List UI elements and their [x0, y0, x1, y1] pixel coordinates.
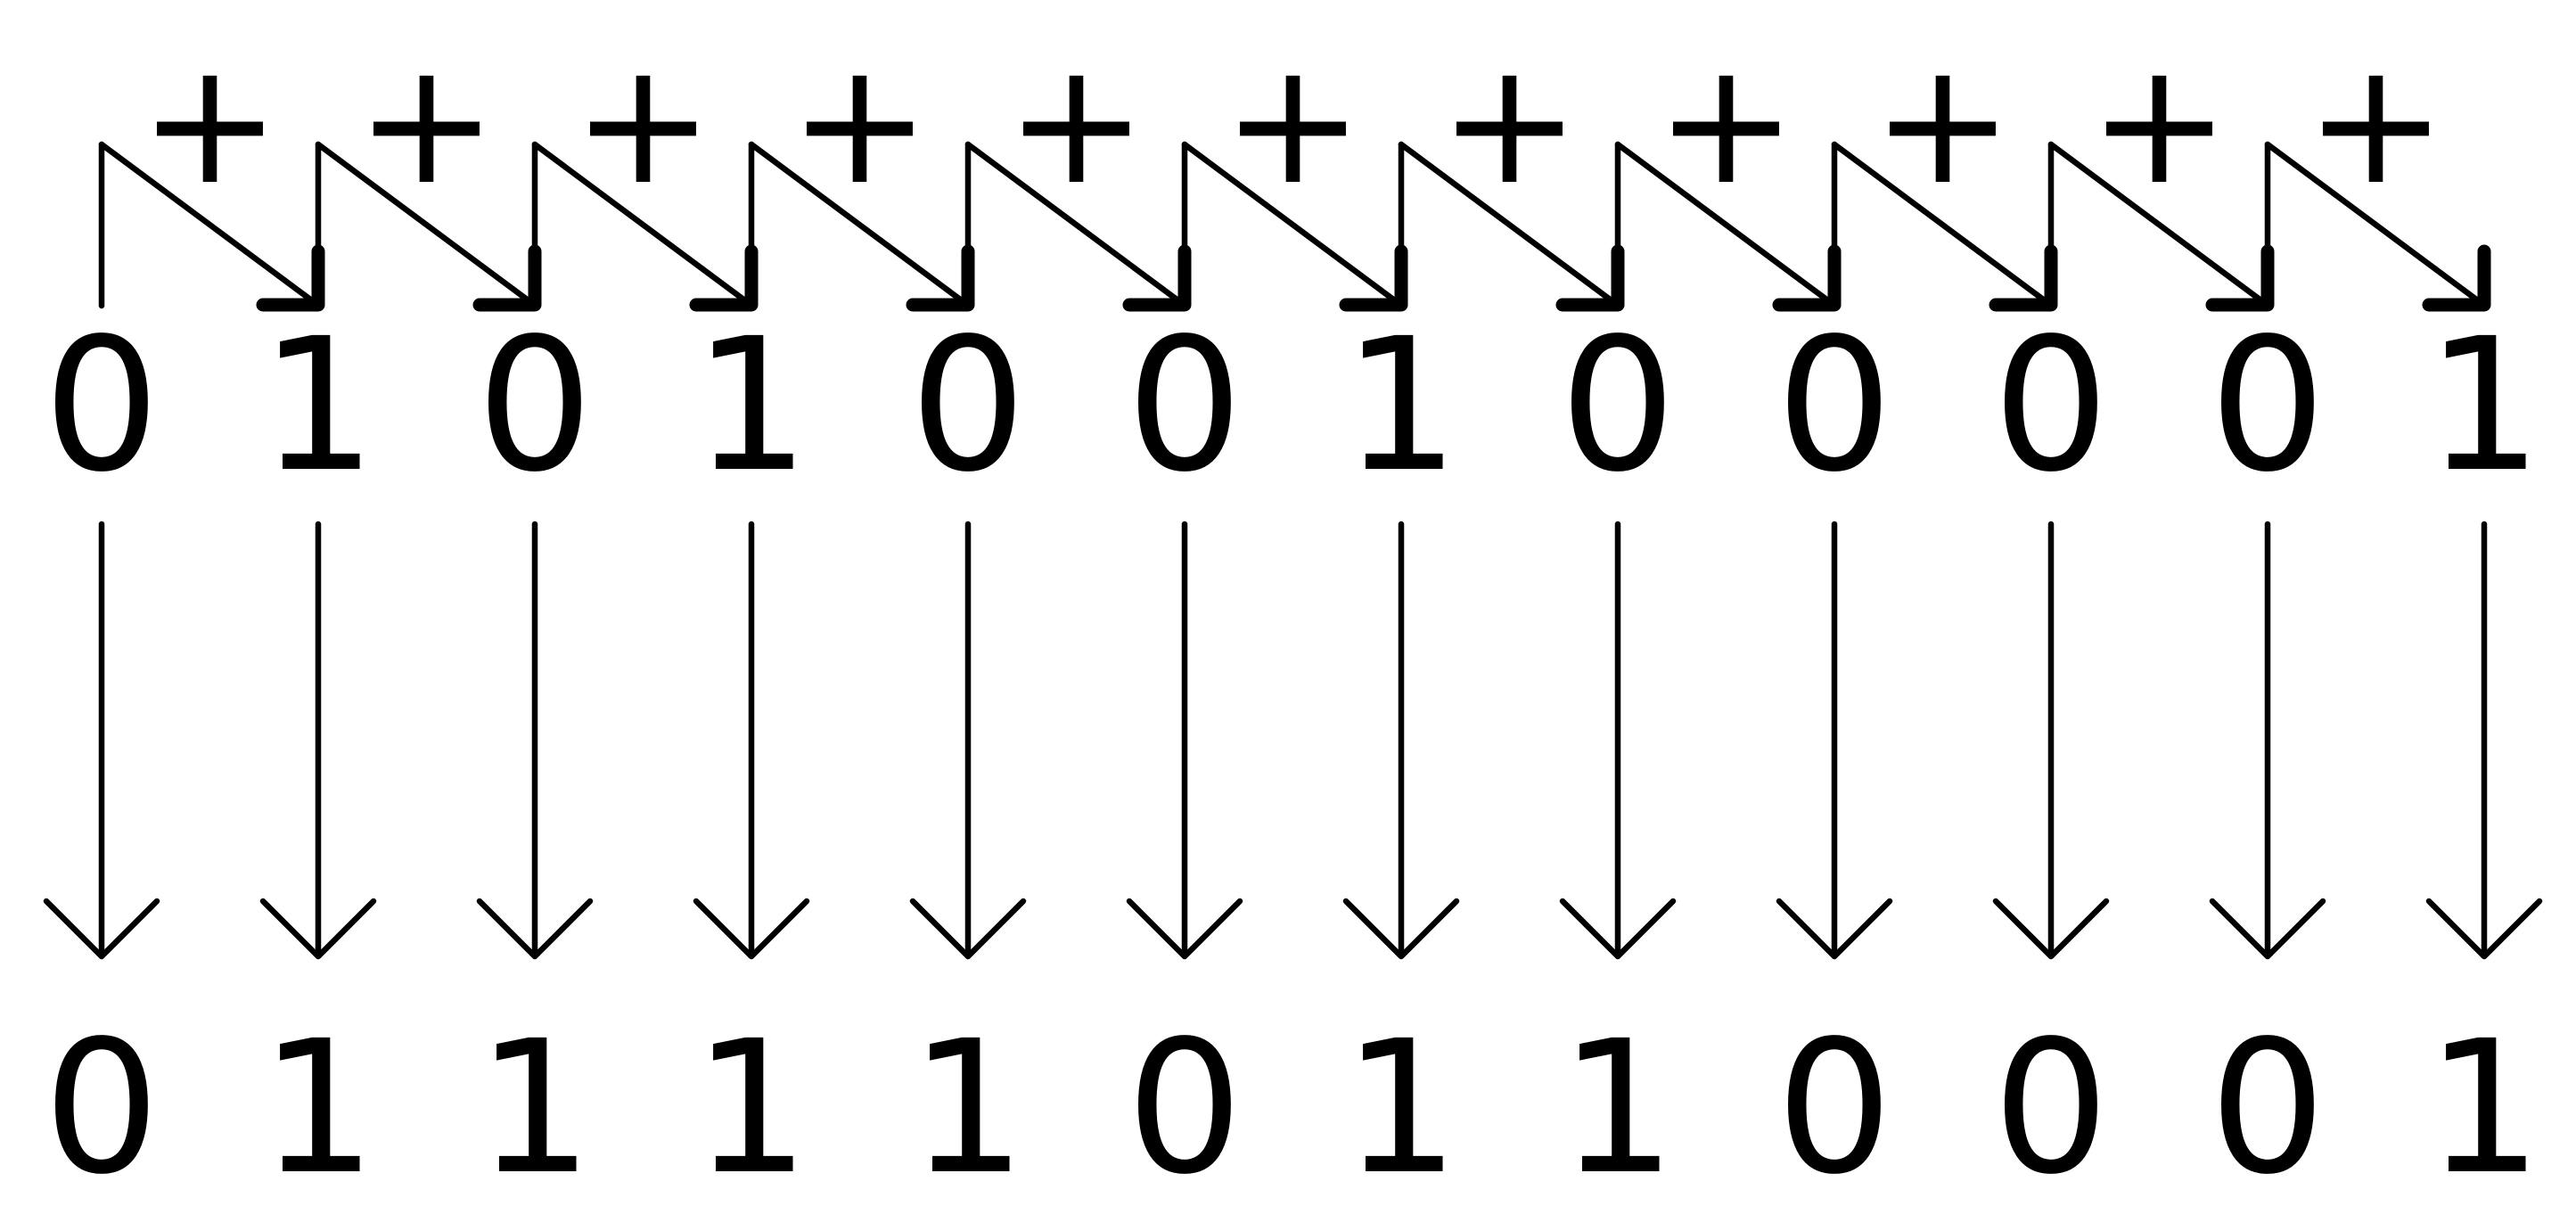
input-bit: 0 [1126, 299, 1243, 513]
carry-diagonal [531, 141, 750, 305]
plus-operator: + [139, 25, 281, 222]
down-arrow-head-icon [909, 898, 1027, 960]
down-arrow-head-icon [693, 898, 810, 960]
output-bit: 1 [2425, 1001, 2542, 1206]
carry-arrowhead-icon [2422, 244, 2491, 312]
down-arrows [43, 521, 2543, 960]
down-arrow-head-icon [2209, 898, 2326, 960]
input-bit: 0 [909, 299, 1026, 513]
plus-operator: + [2305, 25, 2447, 222]
output-bit: 1 [909, 1001, 1026, 1206]
output-bit: 0 [1126, 1001, 1243, 1206]
down-arrow-head-icon [1559, 898, 1677, 960]
carry-arrowhead-icon [1339, 244, 1408, 312]
input-bit: 0 [43, 299, 160, 513]
carry-diagonal [1614, 141, 1833, 305]
down-arrow-head-icon [1992, 898, 2110, 960]
plus-operator: + [1655, 25, 1797, 222]
carry-diagonal [1181, 141, 1399, 305]
carry-arrowhead-icon [689, 244, 759, 312]
carry-arrowhead-icon [472, 244, 542, 312]
plus-operator: + [1005, 25, 1147, 222]
input-bit: 1 [1342, 299, 1459, 513]
input-bit: 0 [2209, 299, 2326, 513]
output-bit: 0 [2209, 1001, 2326, 1206]
output-bit: 0 [43, 1001, 160, 1206]
down-arrow-head-icon [1776, 898, 1893, 960]
carry-diagonal [2047, 141, 2266, 305]
input-bit: 0 [1992, 299, 2109, 513]
carry-arrowhead-icon [256, 244, 325, 312]
plus-operator: + [572, 25, 714, 222]
output-bit: 0 [1992, 1001, 2109, 1206]
down-arrow-head-icon [476, 898, 594, 960]
output-bit: 1 [259, 1001, 376, 1206]
input-bit: 1 [259, 299, 376, 513]
carry-arrowhead-icon [1122, 244, 1192, 312]
down-arrow-head-icon [259, 898, 377, 960]
carry-arrowhead-icon [1989, 244, 2058, 312]
input-bit: 0 [1559, 299, 1676, 513]
carry-chain [98, 141, 2491, 312]
carry-diagonal [2264, 141, 2482, 305]
plus-operator: + [789, 25, 931, 222]
input-bit: 1 [2425, 299, 2542, 513]
carry-diagonal [98, 141, 316, 305]
plus-operator: + [2088, 25, 2230, 222]
plus-operator: + [356, 25, 497, 222]
output-bit: 1 [1342, 1001, 1459, 1206]
carry-arrowhead-icon [1555, 244, 1625, 312]
plus-operator: + [1222, 25, 1364, 222]
output-bit: 1 [693, 1001, 809, 1206]
output-bit: 1 [476, 1001, 593, 1206]
down-arrow-head-icon [43, 898, 160, 960]
carry-arrowhead-icon [1772, 244, 1842, 312]
output-bit: 1 [1559, 1001, 1676, 1206]
plus-operators: + + + + + + + + + + + [139, 25, 2447, 222]
carry-diagonal [748, 141, 966, 305]
carry-diagonal [1831, 141, 2049, 305]
input-bit: 0 [1776, 299, 1892, 513]
carry-arrowhead-icon [906, 244, 975, 312]
carry-diagonal [315, 141, 533, 305]
input-bit: 1 [693, 299, 809, 513]
output-bit: 0 [1776, 1001, 1892, 1206]
down-arrow-head-icon [2425, 898, 2543, 960]
input-bit: 0 [476, 299, 593, 513]
down-arrow-head-icon [1126, 898, 1243, 960]
carry-arrowhead-icon [2205, 244, 2275, 312]
plus-operator: + [1439, 25, 1580, 222]
down-arrow-head-icon [1342, 898, 1460, 960]
carry-diagonal [964, 141, 1183, 305]
carry-diagonal [1398, 141, 1616, 305]
plus-operator: + [1872, 25, 2014, 222]
